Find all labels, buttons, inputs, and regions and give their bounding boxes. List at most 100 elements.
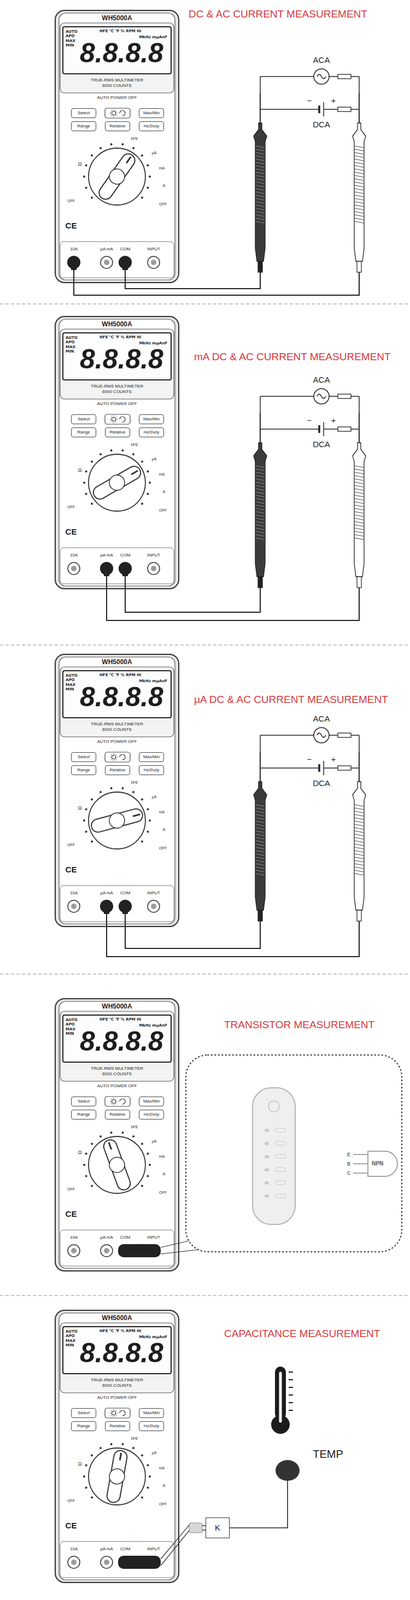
function-button: Max/Min (138, 752, 164, 763)
part-label: OFF (67, 198, 75, 204)
rotary-dial (88, 1136, 146, 1194)
probe-grip (354, 152, 364, 155)
probe-grip (354, 521, 364, 524)
probe-grip (255, 218, 265, 220)
adapter-marking (275, 1128, 286, 1133)
light-icon-ray (110, 1103, 112, 1105)
probe-grip (255, 511, 265, 514)
panel-caption: AUTO POWER OFF (55, 401, 179, 407)
probe-grip (255, 211, 265, 214)
button-label: Max/Min (143, 416, 160, 423)
jack-socket (103, 1248, 110, 1254)
probe-handle (253, 781, 267, 911)
probe-grip (255, 814, 265, 817)
hold-icon (119, 1410, 126, 1416)
function-button: Range (71, 1421, 97, 1432)
adapter-plug (118, 1555, 161, 1569)
dial-pointer (108, 1142, 112, 1150)
part-label: Ω (78, 1461, 82, 1467)
transistor-type: NPN (371, 1150, 384, 1177)
light-icon-ray (115, 759, 117, 760)
part-label: 10A (69, 890, 78, 896)
circuit-wire (350, 734, 360, 736)
plug-lead (160, 1525, 190, 1560)
adapter-pin-hole (264, 1194, 269, 1198)
circuit-wire (260, 428, 320, 430)
test-lead-plug-body (122, 906, 128, 915)
probe-grip (354, 472, 364, 474)
probe-grip (255, 508, 265, 511)
thermometer-tick (288, 1371, 294, 1373)
test-lead-wire (106, 912, 360, 957)
part-label: E (347, 1151, 351, 1158)
part-label: ACA (313, 713, 331, 724)
jack-bay (60, 885, 174, 922)
display-digits: 8.8.8.8 (79, 1339, 164, 1367)
light-icon (112, 111, 116, 116)
dial-position-dot (148, 481, 151, 484)
probe-grip (255, 837, 265, 840)
circuit-wire (260, 734, 314, 736)
part-label: mA (159, 166, 166, 171)
light-icon-ray (110, 1415, 112, 1416)
dial-position-dot (90, 1496, 93, 1499)
probe-grip (354, 853, 364, 856)
probe-grip (255, 853, 265, 856)
function-button: Range (71, 765, 97, 776)
circuit-wire (260, 395, 314, 397)
function-button: Hz/Duty (138, 121, 164, 132)
temperature-setup (118, 1366, 300, 1569)
light-icon-ray (110, 754, 112, 755)
probe-grip (354, 814, 364, 817)
probe-grip (255, 152, 265, 155)
probe-grip (354, 482, 364, 484)
multimeter-housing: AUTO APO MAX MINHFE ℃ ℉ % RPM HiMkHz mμA… (54, 315, 180, 590)
probe-grip (255, 191, 265, 194)
part-label: A (162, 1172, 166, 1177)
thermocouple-plug-box: K (205, 1517, 230, 1539)
hold-icon (119, 110, 126, 116)
part-label: μA mA (100, 890, 114, 896)
part-label: μA (151, 150, 157, 156)
dial-hub (107, 811, 127, 830)
adapter-marking (275, 1193, 286, 1198)
part-label: mA (159, 1154, 166, 1159)
light-icon (112, 1099, 116, 1104)
dial-position-dot (85, 1486, 88, 1490)
light-icon-ray (113, 1415, 115, 1417)
dial-position-dot (99, 1135, 102, 1138)
probe-grip (255, 485, 265, 488)
dial-position-dot (90, 1454, 93, 1457)
input-jack (147, 562, 160, 575)
dial-position-dot (132, 453, 135, 456)
multimeter-illustration (54, 315, 180, 590)
part-label: Ω (78, 161, 82, 167)
probe-grip (354, 172, 364, 174)
part-label: μA (151, 794, 157, 800)
probe-grip (255, 501, 265, 504)
function-button: Range (71, 121, 97, 132)
light-icon-ray (110, 421, 112, 423)
ac-wave (317, 74, 326, 79)
light-icon-ray (116, 1101, 118, 1103)
icon-button (104, 1408, 131, 1419)
current-measurement-setup (73, 68, 366, 296)
probe-grip (354, 191, 364, 194)
button-label: Hz/Duty (143, 429, 160, 436)
input-jack (147, 256, 160, 269)
probe-grip (354, 824, 364, 827)
dial-pointer (132, 814, 141, 817)
probe-grip (354, 492, 364, 494)
button-label: Hz/Duty (143, 123, 160, 130)
battery-plate (323, 422, 325, 437)
part-label: OFF (67, 1187, 75, 1192)
housing-shell (54, 653, 180, 928)
probe-grip (354, 524, 364, 527)
probe-grip (255, 478, 265, 481)
test-lead-wire (106, 575, 360, 621)
light-icon-ray (115, 416, 117, 418)
probe-grip (255, 847, 265, 849)
probe-needle (259, 92, 262, 123)
jack-socket (103, 1559, 110, 1566)
part-label: μA (151, 1450, 157, 1456)
